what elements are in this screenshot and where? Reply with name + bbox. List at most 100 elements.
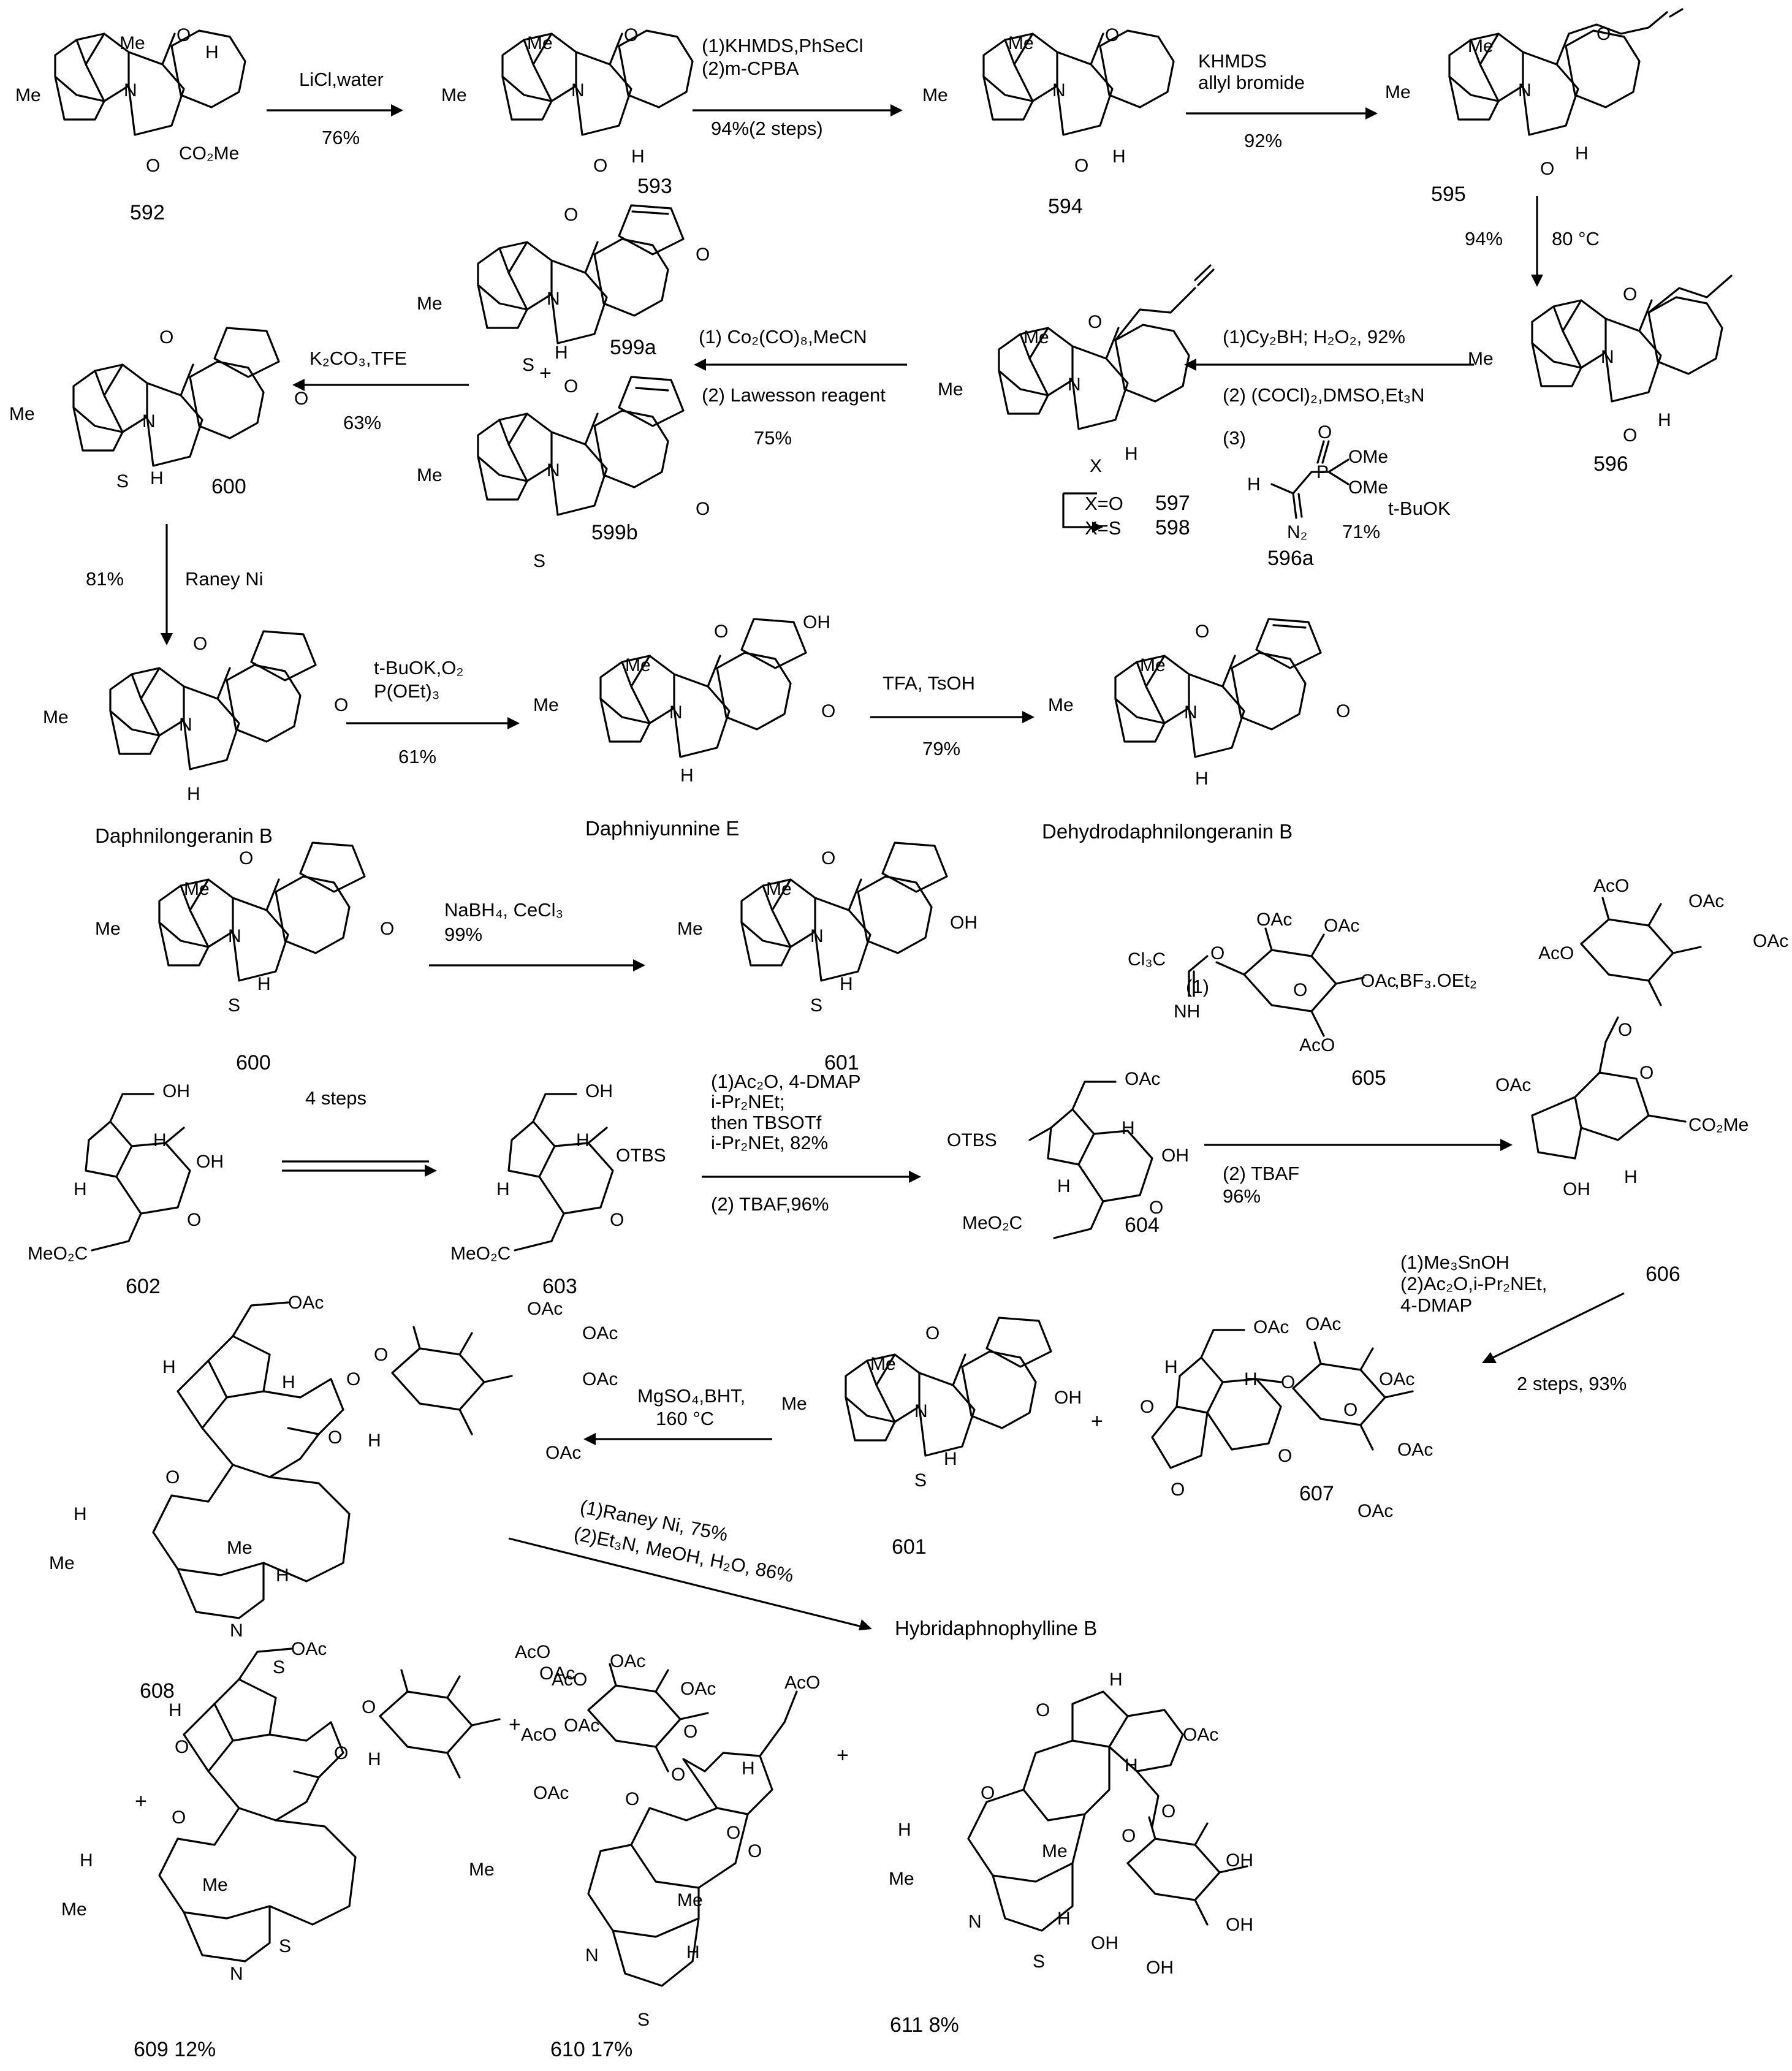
atom-label: N <box>810 926 824 946</box>
atom-label: O <box>593 156 607 176</box>
atom-label: N₂ <box>1287 522 1307 542</box>
atom-label: OMe <box>1348 447 1388 467</box>
atom-label: Me <box>417 294 442 314</box>
arrow-head <box>583 1433 596 1445</box>
atom-label: O <box>187 1210 201 1230</box>
atom-label: OAc <box>1256 910 1292 930</box>
atom-label: OH <box>1226 1915 1253 1935</box>
plus-sign: + <box>509 1713 521 1736</box>
condition-text: LiCl,water <box>299 69 384 90</box>
atom-label: Me <box>9 404 35 424</box>
atom-label: Me <box>469 1860 495 1880</box>
atom-label: AcO <box>1538 943 1574 963</box>
atom-label: Me <box>1042 1841 1068 1861</box>
compound-600-structure: Me N O O S H <box>9 327 308 492</box>
atom-label: H <box>368 1431 381 1451</box>
atom-label: Me <box>120 33 145 53</box>
atom-label: Me <box>781 1394 807 1414</box>
atom-label: N <box>1052 80 1066 101</box>
atom-label: Me <box>43 707 69 728</box>
atom-label: H <box>74 1179 87 1199</box>
atom-label: AcO <box>784 1673 820 1693</box>
atom-label: O <box>696 499 710 519</box>
atom-label: O <box>1540 159 1554 179</box>
condition-text: (3) <box>1223 427 1246 449</box>
atom-label: AcO <box>552 1670 587 1690</box>
atom-label: O <box>239 848 253 868</box>
compound-label: 603 <box>542 1275 577 1298</box>
atom-label: H <box>1575 143 1589 164</box>
atom-label: S <box>116 471 129 492</box>
atom-label: O <box>821 701 835 721</box>
atom-label: H <box>1247 474 1261 495</box>
condition-text: 4 steps <box>305 1087 366 1109</box>
atom-label: O <box>346 1369 360 1389</box>
compound-label: 593 <box>637 175 672 198</box>
condition-text: (2) Lawesson reagent <box>702 384 886 406</box>
compound-label: 609 12% <box>134 2038 216 2061</box>
dehydrodaphnilongeranin-b-structure: Me Me N O O H <box>1048 618 1350 789</box>
condition-text: allyl bromide <box>1198 72 1305 93</box>
atom-label: Me <box>417 465 442 485</box>
atom-label: O <box>1195 621 1209 642</box>
compound-595-structure: Me Me N O O H <box>1385 8 1684 179</box>
condition-text: 160 °C <box>656 1408 714 1429</box>
atom-label: Me <box>889 1869 914 1889</box>
atom-label: O <box>1171 1480 1185 1500</box>
atom-label: O <box>821 848 835 868</box>
compound-593-structure: Me Me N O O H <box>441 25 694 176</box>
atom-label: N <box>1601 347 1614 367</box>
atom-label: H <box>153 1130 167 1150</box>
condition-text: i-Pr₂NEt; <box>711 1091 785 1112</box>
atom-label: OAc <box>680 1679 716 1699</box>
atom-label: O <box>193 634 207 654</box>
atom-label: O <box>1210 943 1224 963</box>
atom-label: O <box>1336 701 1350 721</box>
atom-label: H <box>680 766 694 786</box>
atom-label: OAc <box>1753 931 1788 951</box>
atom-label: S <box>810 995 822 1016</box>
atom-label: O <box>748 1841 762 1861</box>
atom-label: H <box>1122 1118 1135 1138</box>
condition-text: TFA, TsOH <box>883 672 975 694</box>
atom-label: H <box>1244 1369 1258 1389</box>
atom-label: OH <box>1161 1146 1189 1166</box>
atom-label: O <box>159 327 173 348</box>
yield-text: 76% <box>322 127 360 148</box>
atom-label: CO₂Me <box>179 143 239 164</box>
condition-text: (2) TBAF <box>1223 1163 1299 1184</box>
atom-label: O <box>1161 1801 1175 1822</box>
atom-label: S <box>228 995 240 1016</box>
compound-label: 601 <box>824 1051 859 1074</box>
compound-label: 592 <box>130 201 165 224</box>
atom-label: OAc <box>1357 1501 1393 1521</box>
atom-label: Me <box>202 1875 228 1895</box>
yield-text: 75% <box>754 427 792 449</box>
atom-label: H <box>187 784 200 804</box>
atom-label: OAc <box>1324 916 1359 936</box>
yield-text: 71% <box>1342 521 1380 542</box>
atom-label: S <box>637 2010 650 2030</box>
atom-label: N <box>585 1945 599 1966</box>
atom-label: H <box>74 1504 87 1524</box>
atom-label: MeO₂C <box>450 1244 511 1264</box>
atom-label: OH <box>1091 1933 1118 1953</box>
atom-label: O <box>334 1743 348 1763</box>
condition-text: (2)Ac₂O,i-Pr₂NEt, <box>1400 1273 1547 1294</box>
atom-label: O <box>1639 1063 1653 1083</box>
condition-text: (1)Me₃SnOH <box>1400 1252 1509 1273</box>
atom-label: OAc <box>564 1716 599 1736</box>
atom-label: H <box>686 1942 700 1963</box>
atom-label: Me <box>1468 349 1494 369</box>
reaction-arrow <box>1489 1292 1625 1361</box>
atom-label: H <box>1057 1176 1071 1196</box>
atom-label: OH <box>162 1081 190 1101</box>
atom-label: Me <box>1385 82 1411 102</box>
atom-label: OH <box>1054 1388 1082 1408</box>
atom-label: H <box>1624 1167 1638 1187</box>
atom-label: O <box>564 376 578 397</box>
atom-label: H <box>1057 1909 1071 1929</box>
compound-609-structure: OAc H O O O H AcO OAc OAc OAc O H Me Me … <box>61 1639 599 1984</box>
atom-label: O <box>1036 1700 1050 1720</box>
